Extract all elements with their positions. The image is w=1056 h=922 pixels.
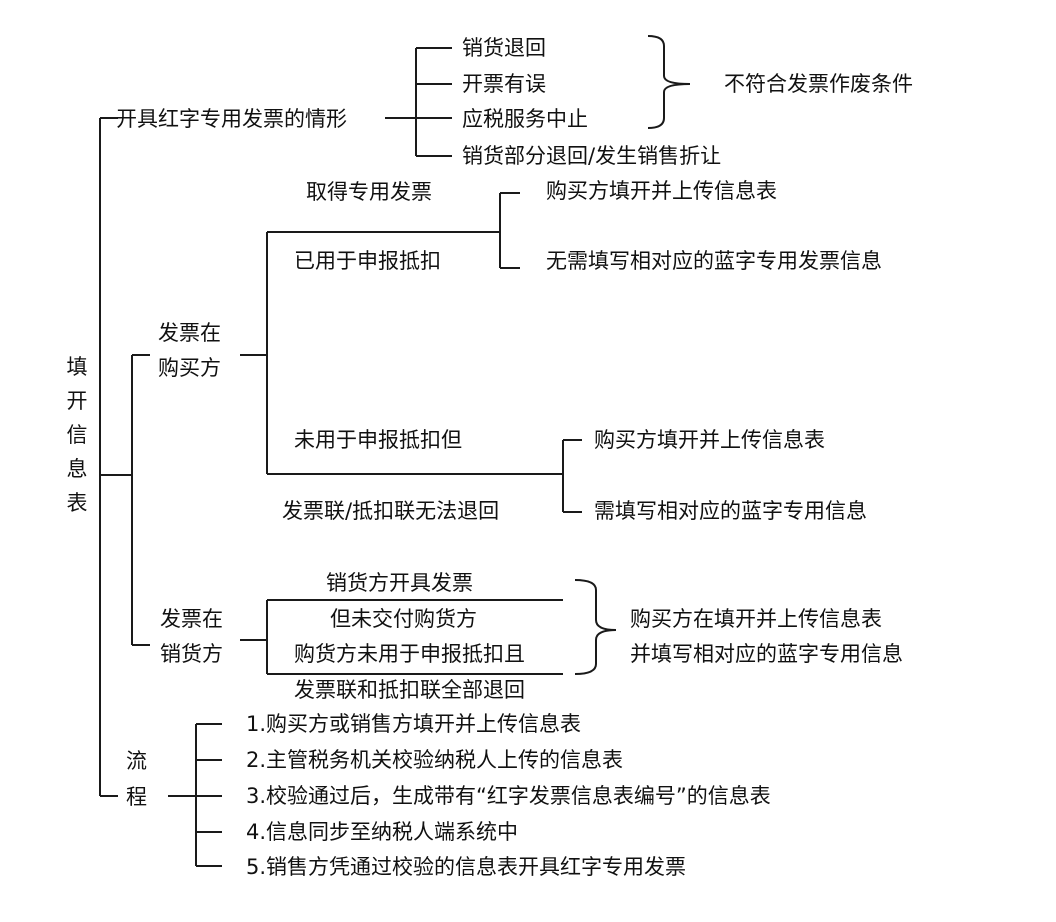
situation-item: 开票有误	[462, 72, 546, 96]
seller-condition: 发票联和抵扣联全部退回	[294, 678, 525, 702]
situation-item: 销货退回	[462, 36, 546, 60]
situation-item: 应税服务中止	[462, 107, 588, 131]
situations-brace	[647, 35, 691, 129]
root-label: 填开信息表	[66, 355, 88, 515]
situations-label: 开具红字专用发票的情形	[116, 107, 347, 131]
seller-result-line1: 购买方在填开并上传信息表	[630, 607, 882, 631]
process-label-line2: 程	[126, 785, 147, 809]
situations-note: 不符合发票作废条件	[724, 72, 913, 96]
buyer-used-result: 无需填写相对应的蓝字专用发票信息	[546, 249, 882, 273]
buyer-obtained-label: 取得专用发票	[306, 180, 432, 204]
seller-condition: 但未交付购货方	[330, 607, 477, 631]
process-label-line1: 流	[126, 749, 147, 773]
process-step: 5.销售方凭通过校验的信息表开具红字专用发票	[246, 855, 687, 879]
seller-brace	[574, 579, 617, 675]
buyer-label-line2: 购买方	[158, 356, 221, 380]
seller-condition: 销货方开具发票	[326, 571, 473, 595]
buyer-label-line1: 发票在	[158, 321, 221, 345]
buyer-used-result: 购买方填开并上传信息表	[546, 179, 777, 203]
seller-condition: 购货方未用于申报抵扣且	[294, 642, 525, 666]
seller-label-line1: 发票在	[160, 607, 223, 631]
buyer-unused-label-line2: 发票联/抵扣联无法退回	[282, 499, 500, 523]
seller-result-line2: 并填写相对应的蓝字专用信息	[630, 642, 903, 666]
process-step: 3.校验通过后，生成带有“红字发票信息表编号”的信息表	[246, 784, 771, 808]
process-step: 2.主管税务机关校验纳税人上传的信息表	[246, 748, 624, 772]
process-step: 4.信息同步至纳税人端系统中	[246, 820, 519, 844]
buyer-used-label: 已用于申报抵扣	[294, 249, 441, 273]
buyer-unused-result: 购买方填开并上传信息表	[594, 428, 825, 452]
process-step: 1.购买方或销售方填开并上传信息表	[246, 712, 582, 736]
situation-item: 销货部分退回/发生销售折让	[462, 144, 722, 168]
buyer-unused-result: 需填写相对应的蓝字专用信息	[594, 499, 867, 523]
buyer-unused-label-line1: 未用于申报抵扣但	[294, 428, 462, 452]
seller-label-line2: 销货方	[160, 642, 223, 666]
